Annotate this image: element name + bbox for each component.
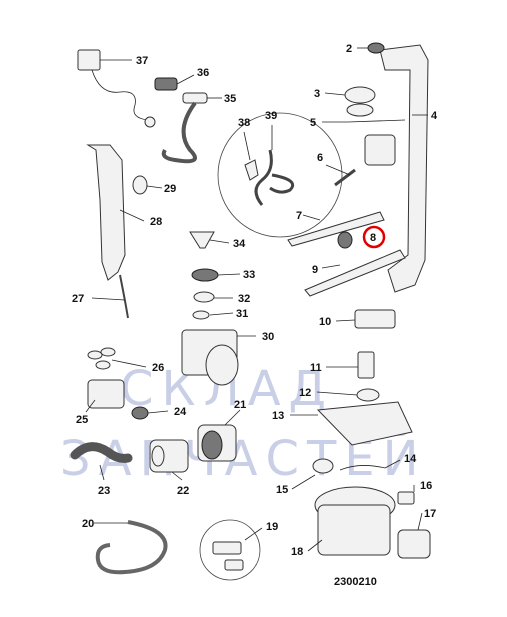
callout-25[interactable]: 25 (76, 414, 88, 426)
callout-labels: 37 36 35 2 3 4 5 38 39 6 29 28 7 8 34 9 … (72, 43, 438, 558)
callout-14[interactable]: 14 (404, 453, 417, 465)
callout-32[interactable]: 32 (238, 293, 250, 305)
part-drawings (70, 42, 431, 581)
part-7-drawing (287, 211, 385, 247)
callout-3[interactable]: 3 (314, 88, 320, 100)
callout-13[interactable]: 13 (272, 410, 284, 422)
callout-4[interactable]: 4 (431, 110, 438, 122)
callout-15[interactable]: 15 (276, 484, 288, 496)
callout-35[interactable]: 35 (224, 93, 236, 105)
part-24-drawing (131, 406, 149, 420)
callout-17[interactable]: 17 (424, 508, 436, 520)
part-2-drawing (367, 42, 385, 54)
part-33-drawing (191, 268, 219, 282)
callout-27[interactable]: 27 (72, 293, 84, 305)
callout-26[interactable]: 26 (152, 362, 164, 374)
part-19-drawing (199, 519, 261, 581)
callout-10[interactable]: 10 (319, 316, 331, 328)
part-35-drawing (161, 92, 208, 164)
part-16-drawing (397, 491, 415, 505)
part-13-drawing (316, 401, 413, 446)
part-21-drawing (197, 424, 237, 462)
part-36-drawing (154, 77, 178, 91)
part-32-drawing (193, 291, 215, 303)
callout-34[interactable]: 34 (233, 238, 246, 250)
part-17-drawing (397, 529, 431, 559)
part-4-drawing (379, 44, 429, 293)
part-8-drawing (337, 231, 353, 249)
part-25-drawing (87, 379, 125, 409)
callout-39[interactable]: 39 (265, 110, 277, 122)
diagram-code: 2300210 (334, 576, 377, 588)
part-11-drawing (357, 351, 375, 379)
part-22-drawing (149, 439, 189, 473)
part-9-drawing (304, 249, 406, 297)
part-14-drawing (339, 465, 386, 471)
callout-24[interactable]: 24 (174, 406, 187, 418)
part-27-drawing (119, 274, 129, 319)
callout-30[interactable]: 30 (262, 331, 274, 343)
callout-33[interactable]: 33 (243, 269, 255, 281)
part-20-drawing (95, 520, 168, 575)
callout-2[interactable]: 2 (346, 43, 352, 55)
callout-6[interactable]: 6 (317, 152, 323, 164)
part-29-drawing (132, 175, 148, 195)
callout-22[interactable]: 22 (177, 485, 189, 497)
callout-29[interactable]: 29 (164, 183, 176, 195)
callout-8[interactable]: 8 (370, 232, 376, 244)
callout-11[interactable]: 11 (310, 362, 322, 374)
callout-36[interactable]: 36 (197, 67, 209, 79)
part-37-drawing (77, 49, 156, 128)
part-5-drawing (347, 119, 406, 123)
part-10-drawing (354, 309, 396, 329)
callout-5[interactable]: 5 (310, 117, 316, 129)
part-12-drawing (356, 388, 380, 402)
part-6-link (334, 168, 356, 187)
part-23-drawing (70, 442, 133, 463)
callout-21[interactable]: 21 (234, 399, 246, 411)
part-31-drawing (192, 310, 210, 320)
part-34-drawing (189, 231, 215, 249)
part-26-drawing (87, 347, 116, 370)
detail-circle-38-39 (217, 112, 343, 238)
callout-16[interactable]: 16 (420, 480, 432, 492)
callout-38[interactable]: 38 (238, 117, 250, 129)
callout-9[interactable]: 9 (312, 264, 318, 276)
leader-lines (85, 47, 428, 552)
callout-37[interactable]: 37 (136, 55, 148, 67)
callout-31[interactable]: 31 (236, 308, 248, 320)
callout-18[interactable]: 18 (291, 546, 303, 558)
callout-7[interactable]: 7 (296, 210, 302, 222)
callout-28[interactable]: 28 (150, 216, 162, 228)
part-3-drawing (344, 86, 376, 117)
callout-19[interactable]: 19 (266, 521, 278, 533)
callout-23[interactable]: 23 (98, 485, 110, 497)
callout-20[interactable]: 20 (82, 518, 94, 530)
part-18-drawing (314, 486, 396, 556)
callout-12[interactable]: 12 (299, 387, 311, 399)
part-15-drawing (312, 458, 334, 474)
part-6-drawing (364, 134, 396, 166)
part-30-drawing (181, 329, 239, 386)
part-28-drawing (86, 144, 126, 281)
highlight-ring-part-8 (362, 225, 386, 249)
